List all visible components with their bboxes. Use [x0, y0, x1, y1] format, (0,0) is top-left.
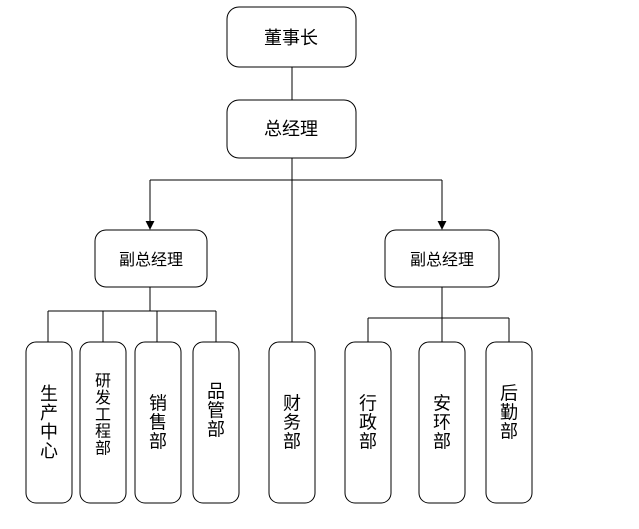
node-general-manager: 总经理 — [226, 99, 357, 159]
node-quality-box — [192, 341, 240, 504]
node-sales: 销售部 — [134, 341, 182, 504]
connectors — [47, 67, 510, 342]
node-production-box — [25, 341, 73, 504]
node-finance-box — [268, 341, 316, 504]
node-quality-label: 品管部 — [207, 382, 225, 441]
node-finance: 财务部 — [268, 341, 316, 504]
node-admin: 行政部 — [344, 341, 392, 504]
node-general-manager-box — [226, 99, 357, 159]
node-rnd: 研发工程部 — [79, 341, 127, 504]
node-chairman-label: 董事长 — [264, 28, 318, 49]
node-ehs-box — [418, 341, 466, 504]
node-admin-box — [344, 341, 392, 504]
node-vp-left: 副总经理 — [94, 229, 208, 288]
node-vp-right-box — [384, 229, 500, 288]
node-chairman-box — [226, 6, 357, 68]
node-logistics-label: 后勤部 — [500, 384, 518, 443]
node-admin-label: 行政部 — [359, 394, 377, 453]
node-rnd-label: 研发工程部 — [95, 371, 111, 457]
node-production-label: 生产中心 — [40, 384, 58, 462]
node-logistics-box — [485, 341, 533, 504]
node-ehs: 安环部 — [418, 341, 466, 504]
node-sales-box — [134, 341, 182, 504]
node-finance-label: 财务部 — [283, 394, 301, 453]
node-chairman: 董事长 — [226, 6, 357, 68]
node-logistics: 后勤部 — [485, 341, 533, 504]
node-sales-label: 销售部 — [149, 394, 167, 453]
node-vp-right-label: 副总经理 — [410, 250, 474, 269]
node-vp-left-box — [94, 229, 208, 288]
node-production: 生产中心 — [25, 341, 73, 504]
node-general-manager-label: 总经理 — [264, 119, 318, 140]
node-ehs-label: 安环部 — [433, 394, 451, 453]
node-quality: 品管部 — [192, 341, 240, 504]
node-vp-right: 副总经理 — [384, 229, 500, 288]
node-rnd-box — [79, 341, 127, 504]
node-vp-left-label: 副总经理 — [119, 250, 183, 269]
